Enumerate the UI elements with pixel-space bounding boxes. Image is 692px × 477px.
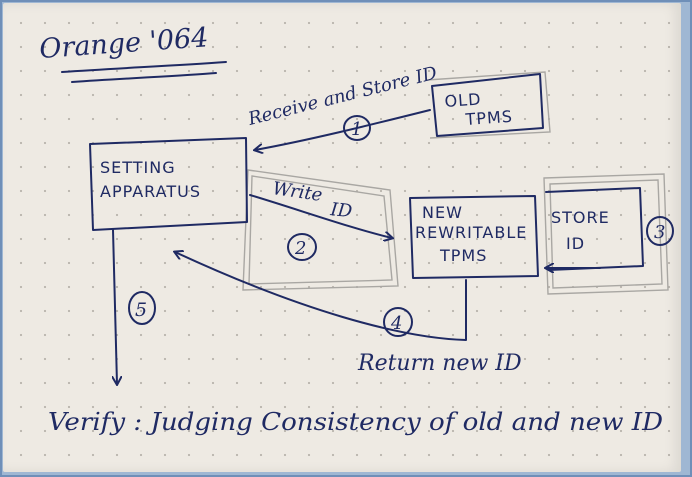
verify-statement: Verify : Judging Consistency of old and …	[48, 408, 663, 436]
store-id-box	[545, 187, 644, 271]
old-pencil-box	[426, 71, 551, 139]
setting-apparatus-box	[89, 137, 248, 231]
write-pencil-box	[242, 169, 399, 291]
diagram-title: Orange '064	[38, 22, 209, 65]
write-label-id: ID	[328, 199, 353, 222]
step-5-number: 5	[135, 299, 147, 321]
new-tpms-label-line1: NEW	[422, 203, 463, 222]
old-tpms-label-line1: OLD	[444, 89, 482, 111]
new-tpms-label-line2: REWRITABLE	[415, 223, 527, 242]
step-4-number: 4	[390, 313, 402, 334]
title-underline-2	[71, 72, 217, 83]
step-3-circle	[646, 216, 674, 246]
step-3-number: 3	[654, 222, 665, 243]
write-pencil-box-inner	[248, 175, 393, 285]
step-4-circle	[383, 307, 413, 337]
title-underline	[61, 61, 227, 73]
write-label: Write	[271, 178, 323, 206]
write-arrow	[249, 194, 392, 238]
step-5-circle	[128, 291, 156, 325]
old-tpms-label-line2: TPMS	[464, 107, 514, 129]
old-tpms-box	[431, 73, 544, 137]
store-id-label-line1: STORE	[551, 208, 610, 227]
setting-apparatus-label-line1: SETTING	[100, 158, 176, 177]
receive-arrow	[255, 109, 431, 150]
step-1-number: 1	[351, 119, 362, 140]
notebook-page	[3, 3, 681, 472]
verify-arrow	[113, 229, 117, 384]
new-tpms-label-line3: TPMS	[439, 246, 487, 265]
store-id-label-line2: ID	[566, 234, 585, 253]
store-pencil-box	[543, 173, 669, 295]
return-label: Return new ID	[357, 351, 522, 376]
setting-apparatus-label-line2: APPARATUS	[100, 182, 201, 201]
step-2-circle	[287, 233, 317, 261]
receive-label: Receive and Store ID	[245, 62, 440, 130]
step-1-circle	[343, 115, 371, 141]
step-2-number: 2	[294, 238, 306, 259]
return-arrow	[175, 252, 467, 341]
new-tpms-box	[409, 195, 539, 279]
store-pencil-box-inner	[549, 179, 663, 289]
